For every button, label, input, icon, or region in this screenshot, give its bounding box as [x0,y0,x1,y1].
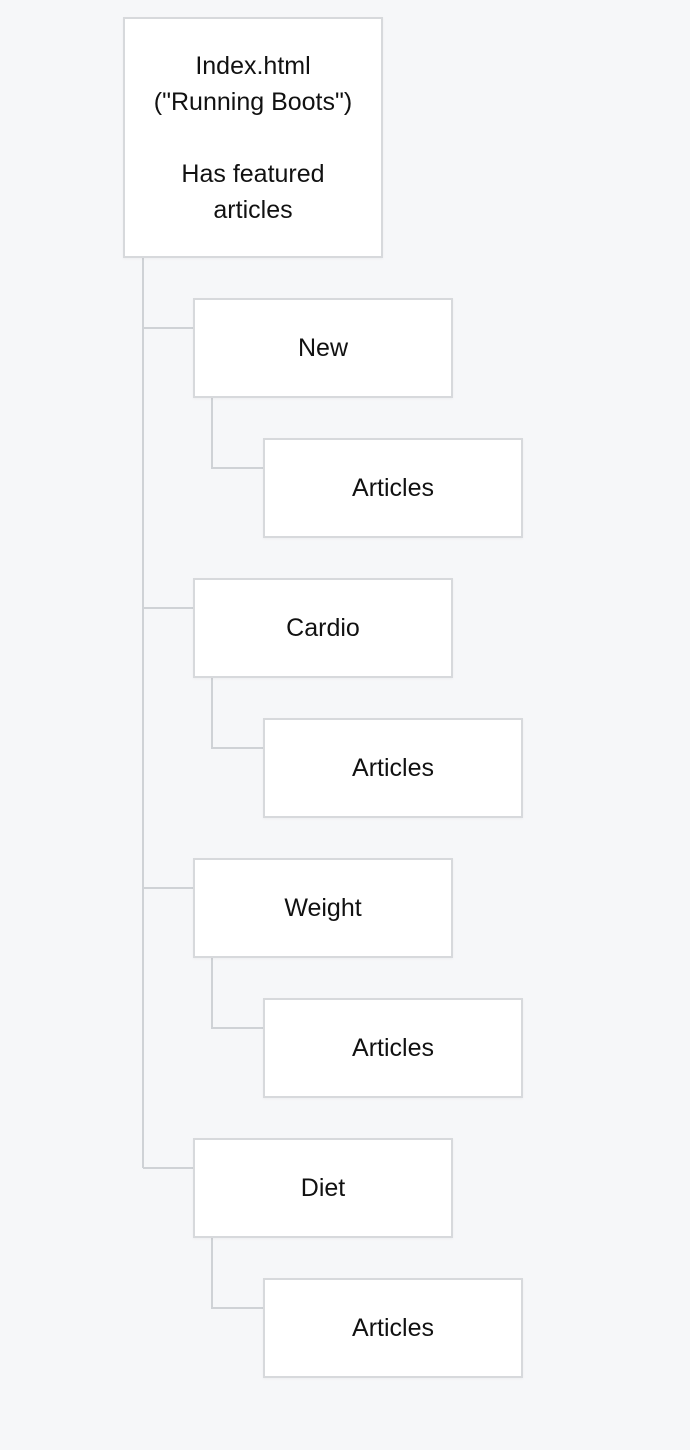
root-description: Has featured articles [181,159,325,224]
section-label-weight: Weight [284,894,362,922]
articles-node-cardio: Articles [263,718,523,818]
connector-diet-articles [211,1237,264,1309]
connector-cardio-articles [211,677,264,749]
articles-node-weight: Articles [263,998,523,1098]
articles-label-weight: Articles [352,1034,434,1062]
articles-label-cardio: Articles [352,754,434,782]
section-label-cardio: Cardio [286,614,360,642]
root-node-text: Index.html ("Running Boots") Has feature… [154,48,352,228]
section-label-diet: Diet [300,1174,346,1202]
root-node: Index.html ("Running Boots") Has feature… [123,17,383,258]
articles-node-diet: Articles [263,1278,523,1378]
articles-label-diet: Articles [352,1314,434,1342]
section-node-new: New [193,298,453,398]
root-spacer [154,120,352,156]
connector-weight-articles [211,957,264,1029]
articles-label-new: Articles [352,474,434,502]
articles-node-new: Articles [263,438,523,538]
section-node-weight: Weight [193,858,453,958]
section-label-new: New [297,334,348,362]
root-title: Index.html ("Running Boots") [153,51,353,116]
connector-new-articles [211,397,264,469]
section-node-cardio: Cardio [193,578,453,678]
section-node-diet: Diet [193,1138,453,1238]
